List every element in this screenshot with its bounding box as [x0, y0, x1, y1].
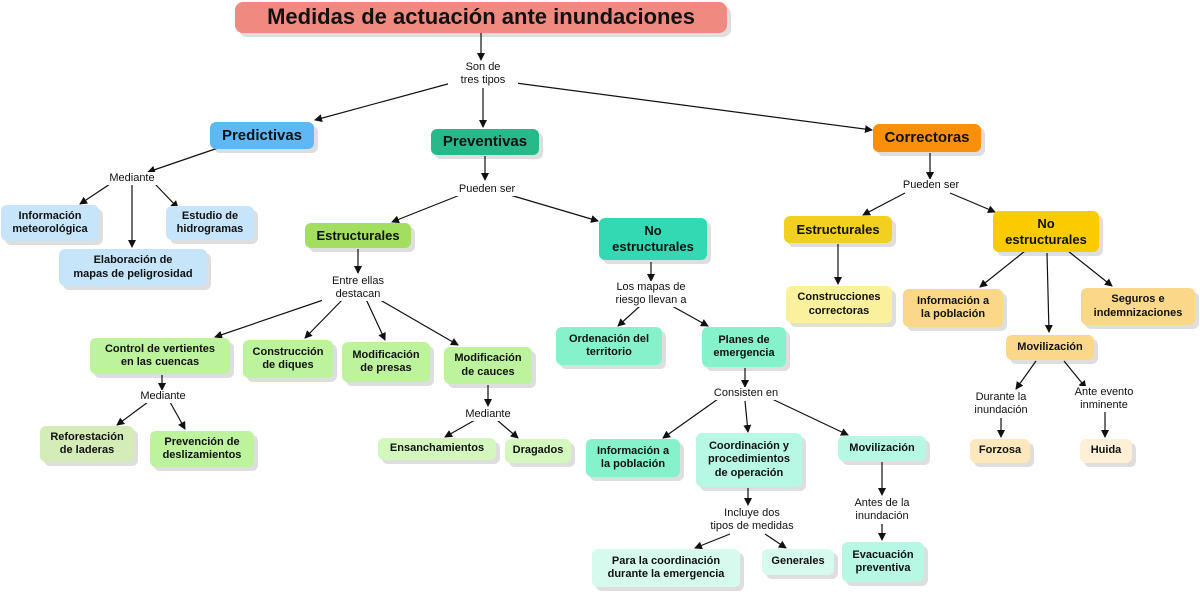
label-son-de-tres-tipos: Son de tres tipos [448, 61, 518, 88]
label-mediante-cauces: Mediante [458, 408, 518, 422]
label-antes-de-la-inundacion: Antes de la inundación [846, 497, 918, 524]
node-no-estructurales-preventivas: No estructurales [599, 218, 707, 260]
node-informacion-a-la-poblacion-corr: Información a la población [903, 289, 1003, 327]
label-durante-la-inundacion: Durante la inundación [966, 391, 1036, 418]
label-mediante-predictivas: Mediante [102, 172, 162, 186]
node-construccion-de-diques: Construcción de diques [243, 340, 333, 378]
node-planes-de-emergencia: Planes de emergencia [702, 327, 786, 367]
node-estructurales-correctoras: Estructurales [784, 216, 892, 243]
node-ordenacion-del-territorio: Ordenación del territorio [556, 327, 662, 365]
node-dragados: Dragados [505, 439, 571, 463]
node-estudio-de-hidrogramas: Estudio de hidrogramas [166, 206, 254, 240]
node-forzosa: Forzosa [970, 439, 1030, 463]
node-seguros-e-indemnizaciones: Seguros e indemnizaciones [1081, 288, 1195, 325]
label-pueden-ser-correctoras: Pueden ser [895, 179, 967, 193]
node-para-la-coordinacion: Para la coordinación durante la emergenc… [592, 549, 740, 587]
node-prevencion-de-deslizamientos: Prevención de deslizamientos [150, 431, 254, 467]
label-los-mapas-de-riesgo: Los mapas de riesgo llevan a [603, 281, 699, 308]
node-modificacion-de-cauces: Modificación de cauces [444, 347, 532, 384]
node-movilizacion-corr: Movilización [1006, 335, 1094, 360]
node-estructurales-preventivas: Estructurales [305, 223, 411, 248]
node-informacion-a-la-poblacion-prev: Información a la población [586, 439, 680, 477]
node-evacuacion-preventiva: Evacuación preventiva [842, 542, 924, 582]
node-construcciones-correctoras: Construcciones correctoras [786, 286, 892, 323]
label-ante-evento-inminente: Ante evento inminente [1066, 386, 1142, 413]
label-incluye-dos-tipos: Incluye dos tipos de medidas [698, 507, 806, 534]
node-preventivas: Preventivas [431, 129, 539, 155]
node-control-de-vertientes: Control de vertientes en las cuencas [90, 338, 230, 374]
node-ensanchamientos: Ensanchamientos [378, 438, 496, 460]
node-huida: Huida [1080, 439, 1132, 463]
node-no-estructurales-correctoras: No estructurales [993, 211, 1099, 252]
node-coordinacion-y-procedimientos: Coordinación y procedimientos de operaci… [696, 433, 802, 487]
node-predictivas: Predictivas [210, 122, 314, 149]
label-entre-ellas-destacan: Entre ellas destacan [322, 275, 394, 302]
concept-map-title: Medidas de actuación ante inundaciones [235, 2, 727, 33]
label-mediante-control: Mediante [133, 390, 193, 404]
node-reforestacion-de-laderas: Reforestación de laderas [40, 426, 134, 462]
node-correctoras: Correctoras [873, 124, 981, 152]
label-consisten-en: Consisten en [705, 387, 787, 401]
node-modificacion-de-presas: Modificación de presas [342, 342, 430, 382]
node-informacion-meteorologica: Información meteorológica [1, 205, 99, 241]
node-movilizacion-prev: Movilización [838, 436, 926, 461]
node-generales: Generales [762, 549, 834, 575]
node-elaboracion-de-mapas: Elaboración de mapas de peligrosidad [59, 249, 207, 286]
label-pueden-ser-preventivas: Pueden ser [451, 183, 523, 197]
